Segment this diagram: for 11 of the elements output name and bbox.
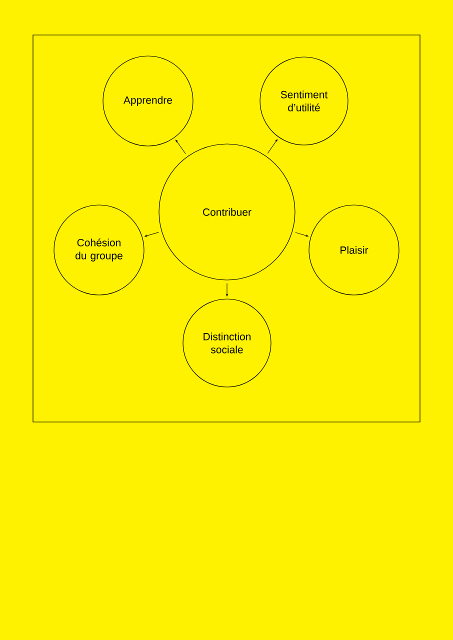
circle-node: Contribuer <box>158 144 296 280</box>
arrow <box>176 140 186 154</box>
arrow <box>295 232 308 237</box>
arrow <box>226 283 228 296</box>
circle-node: Distinction sociale <box>182 298 272 388</box>
arrow <box>144 232 159 237</box>
arrow <box>267 139 278 154</box>
circle-node: Apprendre <box>102 56 194 146</box>
circle-node: Plaisir <box>308 204 400 296</box>
circle-node: Sentiment d’utilité <box>260 56 348 146</box>
circle-node: Cohésion du groupe <box>54 204 144 296</box>
